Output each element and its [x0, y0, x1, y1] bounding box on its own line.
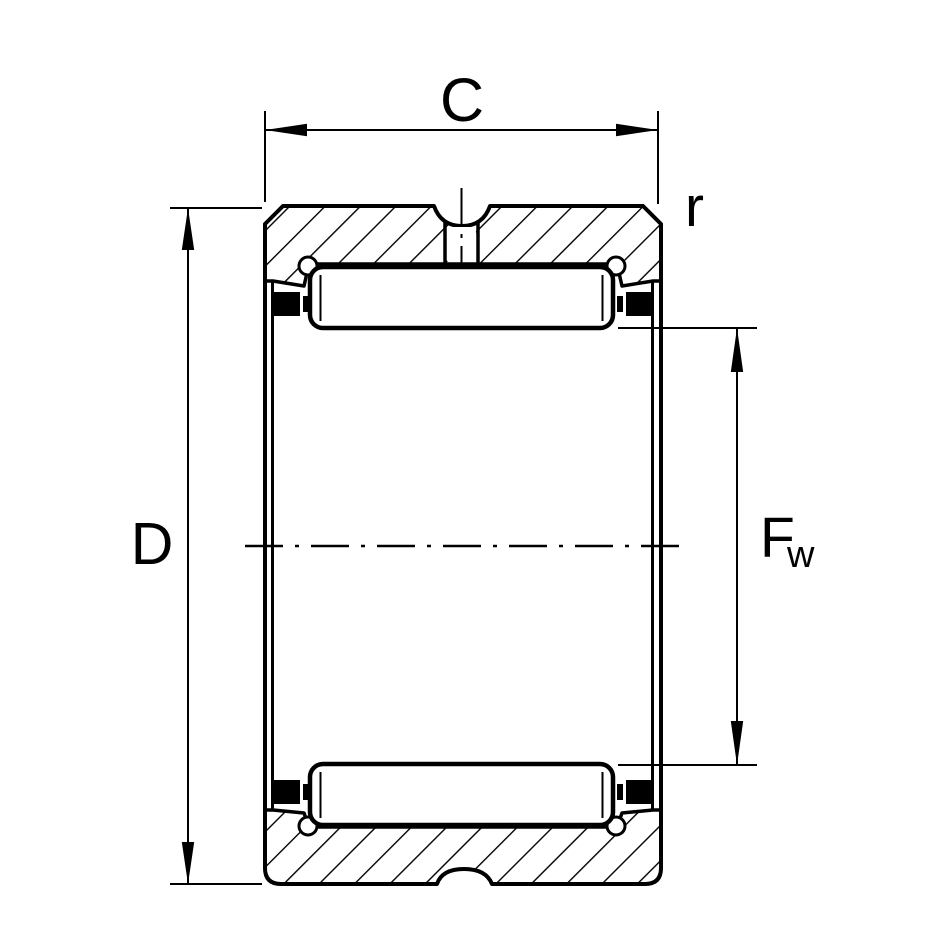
needle-roller-top — [307, 264, 616, 331]
label-F: F — [760, 506, 795, 570]
seal-top-left — [273, 292, 300, 316]
dimension-Fw — [618, 327, 757, 766]
seals — [273, 292, 653, 804]
seal-lip-top-left — [303, 296, 309, 312]
label-F-subscript-w: w — [786, 534, 815, 576]
seal-lip-bottom-left — [303, 784, 309, 800]
dimension-D — [170, 207, 262, 885]
dimension-C — [264, 111, 659, 204]
arrowhead-bottom — [730, 721, 744, 765]
arrowhead-bottom — [181, 842, 195, 884]
label-r: r — [685, 175, 704, 239]
seal-bottom-right — [626, 780, 653, 804]
seal-lip-bottom-right — [617, 784, 623, 800]
label-C: C — [440, 66, 484, 134]
arrowhead-top — [181, 208, 195, 250]
outer-ring-bottom-section-hatch — [263, 808, 663, 886]
label-D: D — [131, 511, 174, 577]
needle-roller-bottom — [307, 761, 616, 828]
seal-lip-top-right — [617, 296, 623, 312]
seal-top-right — [626, 292, 653, 316]
seal-bottom-left — [273, 780, 300, 804]
arrowhead-right — [616, 123, 658, 137]
arrowhead-left — [265, 123, 307, 137]
arrowhead-top — [730, 328, 744, 372]
